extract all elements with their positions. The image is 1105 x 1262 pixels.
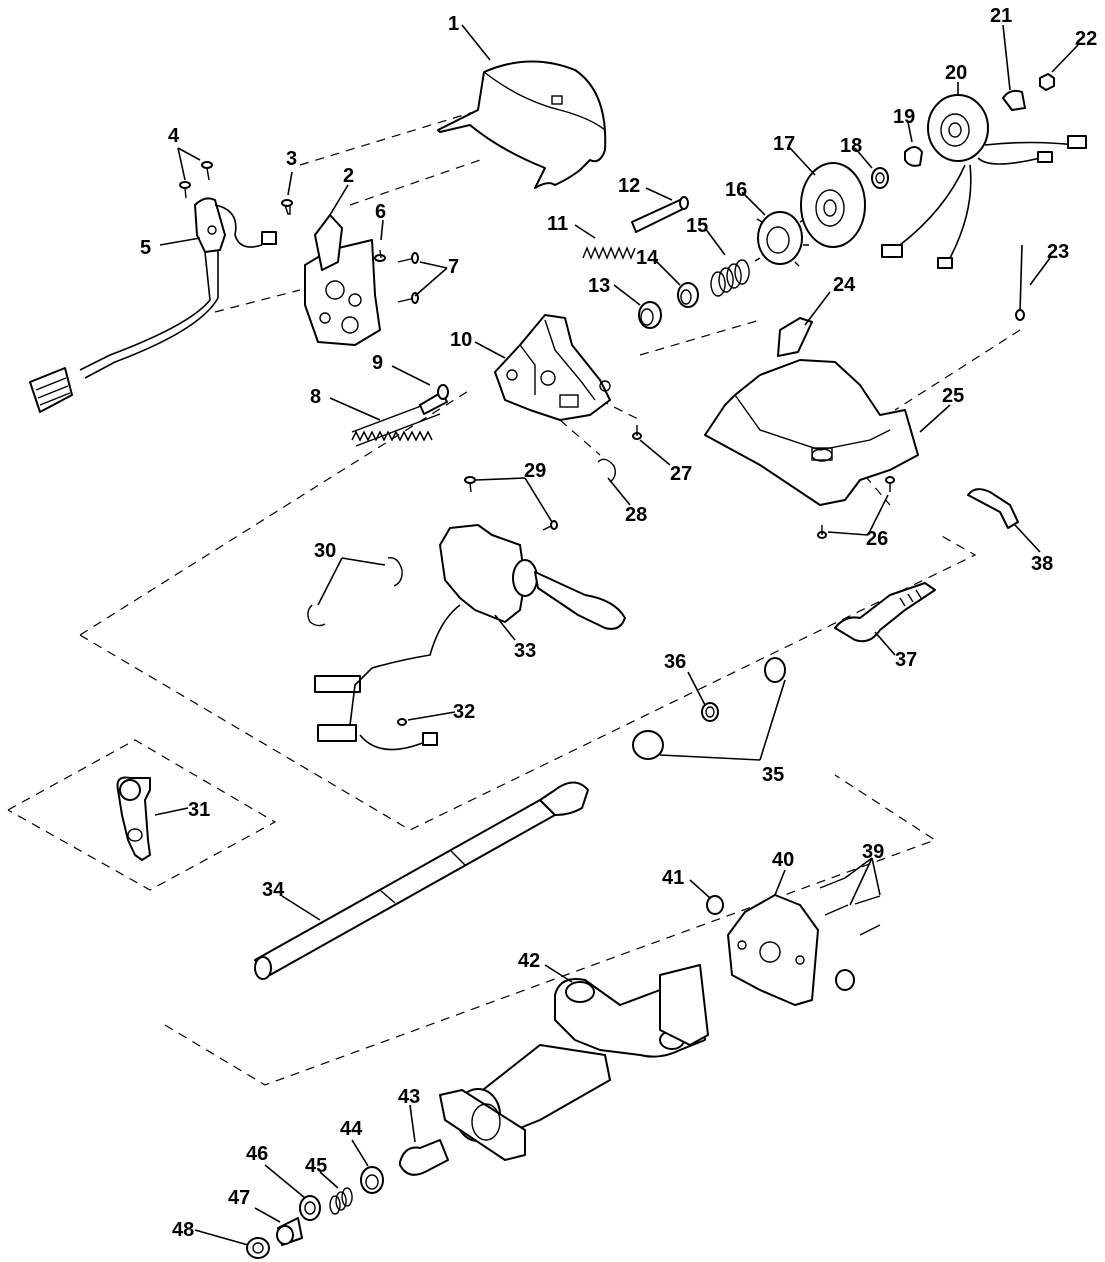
callout-11: 11 — [547, 213, 568, 235]
callout-48: 48 — [172, 1219, 194, 1241]
parts-11-12 — [582, 196, 689, 260]
callout-6: 6 — [375, 201, 386, 223]
callout-43: 43 — [398, 1086, 420, 1108]
callout-21: 21 — [990, 5, 1012, 27]
callout-13: 13 — [588, 275, 610, 297]
callout-41: 41 — [662, 867, 684, 889]
part-17-disc — [800, 162, 866, 248]
parts-23-24 — [777, 244, 1025, 357]
part-16-gear — [754, 211, 809, 267]
part-10-lock-housing — [494, 314, 611, 421]
callout-12: 12 — [618, 175, 640, 197]
parts-13-14-15-rings-spring — [638, 259, 750, 329]
snap-rings-28-30 — [307, 458, 617, 627]
callout-27: 27 — [670, 463, 692, 485]
callout-8: 8 — [310, 386, 321, 408]
parts-43-48-lower-bearings — [246, 1139, 449, 1259]
callout-33: 33 — [514, 640, 536, 662]
callout-24: 24 — [833, 274, 856, 296]
callout-9: 9 — [372, 352, 383, 374]
callout-29: 29 — [524, 460, 546, 482]
part-42-column-jacket — [439, 964, 709, 1161]
callout-40: 40 — [772, 849, 794, 871]
callout-26: 26 — [866, 528, 888, 550]
callout-19: 19 — [893, 106, 915, 128]
leader-lines — [154, 24, 1079, 1246]
callout-5: 5 — [140, 237, 151, 259]
part-20-coil-assembly — [881, 94, 1087, 269]
callout-31: 31 — [188, 799, 210, 821]
part-2-switch-plate — [304, 214, 381, 346]
callout-30: 30 — [314, 540, 336, 562]
part-1-upper-shroud — [437, 60, 607, 189]
callout-7: 7 — [448, 256, 459, 278]
callout-1: 1 — [448, 13, 459, 35]
callout-17: 17 — [773, 133, 795, 155]
parts-39-41 — [706, 877, 881, 991]
callout-32: 32 — [453, 701, 475, 723]
parts-35-36-37 — [632, 582, 936, 760]
callout-22: 22 — [1075, 28, 1097, 50]
callout-36: 36 — [664, 651, 686, 673]
callout-46: 46 — [246, 1143, 268, 1165]
callout-23: 23 — [1047, 241, 1069, 263]
callout-37: 37 — [895, 649, 917, 671]
callout-15: 15 — [686, 215, 708, 237]
screws-3-4-6-7 — [179, 161, 419, 304]
callout-35: 35 — [762, 764, 784, 786]
callout-38: 38 — [1031, 553, 1053, 575]
parts-18-19-rings — [871, 146, 923, 189]
callout-20: 20 — [945, 62, 967, 84]
callout-4: 4 — [168, 125, 180, 147]
callout-25: 25 — [942, 385, 964, 407]
callout-47: 47 — [228, 1187, 250, 1209]
callout-2: 2 — [343, 165, 354, 187]
callout-28: 28 — [625, 504, 647, 526]
screws-26-27-29 — [464, 425, 895, 539]
callout-3: 3 — [286, 148, 297, 170]
parts-21-22-clip-nut — [1002, 73, 1055, 111]
parts-8-9-spring-pin — [351, 384, 449, 447]
callout-labels: 1 2 3 4 5 6 7 8 9 10 11 12 13 14 15 16 1… — [140, 5, 1097, 1241]
part-31-sensor — [116, 776, 151, 861]
callout-45: 45 — [305, 1155, 327, 1177]
callout-34: 34 — [262, 879, 285, 901]
part-5-switch-harness — [29, 197, 277, 413]
callout-18: 18 — [840, 135, 862, 157]
part-34-steering-shaft — [254, 781, 589, 980]
callout-10: 10 — [450, 329, 472, 351]
callout-16: 16 — [725, 179, 747, 201]
callout-39: 39 — [862, 841, 884, 863]
callout-14: 14 — [636, 247, 659, 269]
callout-42: 42 — [518, 950, 540, 972]
part-33-multifunction-switch — [314, 524, 626, 751]
part-38-clip — [967, 488, 1019, 529]
part-25-lower-shroud — [704, 359, 919, 506]
part-40-bracket — [727, 894, 819, 1006]
callout-44: 44 — [340, 1118, 363, 1140]
